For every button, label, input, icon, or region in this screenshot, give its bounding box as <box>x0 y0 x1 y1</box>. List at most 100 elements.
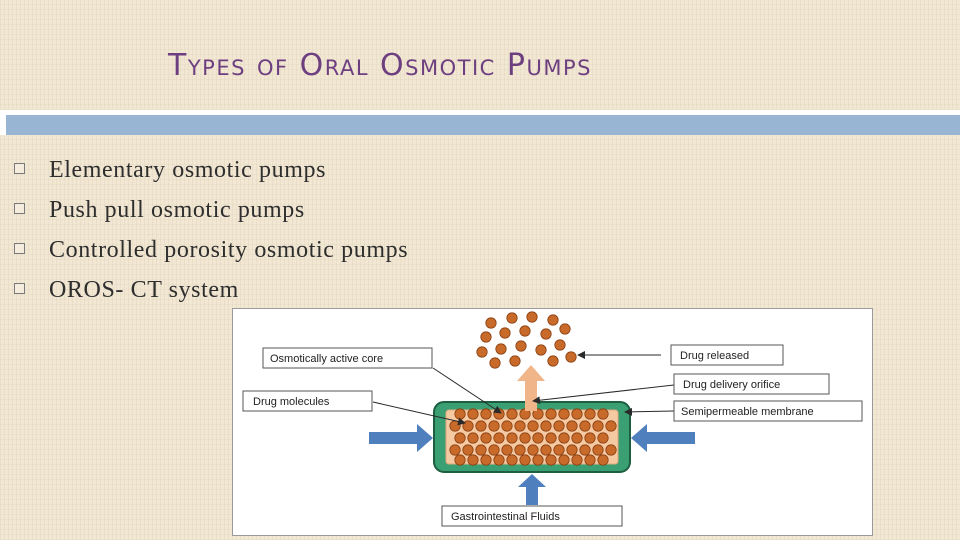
drug-particle <box>507 409 517 419</box>
drug-particle <box>554 421 564 431</box>
drug-particle <box>585 433 595 443</box>
drug-particle <box>541 445 551 455</box>
drug-particle <box>463 445 473 455</box>
drug-particle <box>554 445 564 455</box>
square-bullet-icon <box>14 243 25 254</box>
square-bullet-icon <box>14 163 25 174</box>
drug-particle <box>555 340 565 350</box>
drug-particle <box>494 433 504 443</box>
label-text: Drug molecules <box>253 396 330 408</box>
drug-particle <box>541 329 551 339</box>
drug-particle <box>476 421 486 431</box>
drug-particle <box>507 433 517 443</box>
drug-particle <box>566 352 576 362</box>
drug-particle <box>510 356 520 366</box>
drug-particle <box>559 433 569 443</box>
drug-particle <box>593 445 603 455</box>
bullet-item: OROS- CT system <box>14 270 408 310</box>
drug-particle <box>520 433 530 443</box>
square-bullet-icon <box>14 203 25 214</box>
drug-particle <box>546 455 556 465</box>
drug-particle <box>507 455 517 465</box>
drug-particle <box>481 332 491 342</box>
drug-particle <box>468 409 478 419</box>
drug-particle <box>593 421 603 431</box>
drug-particle <box>520 326 530 336</box>
label-text: Semipermeable membrane <box>681 406 814 418</box>
drug-particle <box>455 433 465 443</box>
drug-particle <box>598 455 608 465</box>
drug-particle <box>528 445 538 455</box>
drug-particle <box>572 409 582 419</box>
drug-particle <box>502 445 512 455</box>
leader-line <box>625 411 674 412</box>
label-semipermeable-membrane: Semipermeable membrane <box>674 401 862 421</box>
drug-particle <box>520 455 530 465</box>
drug-particle <box>580 421 590 431</box>
drug-particle <box>606 445 616 455</box>
drug-particle <box>606 421 616 431</box>
label-gastrointestinal-fluids: Gastrointestinal Fluids <box>442 506 622 526</box>
drug-particles-released <box>477 312 576 368</box>
drug-particle <box>546 409 556 419</box>
drug-particle <box>476 445 486 455</box>
drug-particle <box>533 455 543 465</box>
osmotic-pump-diagram: Osmotically active core Drug molecules D… <box>232 308 873 536</box>
label-text: Osmotically active core <box>270 353 383 365</box>
drug-particle <box>572 455 582 465</box>
slide-title: Types of Oral Osmotic Pumps <box>168 48 592 83</box>
drug-particle <box>486 318 496 328</box>
drug-particle <box>560 324 570 334</box>
fluid-arrow-left-icon <box>369 424 433 452</box>
drug-particle <box>494 409 504 419</box>
drug-particle <box>567 421 577 431</box>
drug-particle <box>489 421 499 431</box>
label-drug-delivery-orifice: Drug delivery orifice <box>674 374 829 394</box>
bullet-item: Elementary osmotic pumps <box>14 150 408 190</box>
drug-particle <box>481 433 491 443</box>
drug-particle <box>536 345 546 355</box>
drug-particle <box>481 409 491 419</box>
drug-particle <box>481 455 491 465</box>
drug-particle <box>585 409 595 419</box>
drug-particle <box>559 409 569 419</box>
drug-particle <box>598 409 608 419</box>
drug-particle <box>450 421 460 431</box>
drug-particle <box>572 433 582 443</box>
bullet-list: Elementary osmotic pumps Push pull osmot… <box>14 150 408 310</box>
drug-particle <box>489 445 499 455</box>
drug-particle <box>546 433 556 443</box>
accent-band-edge <box>0 115 6 135</box>
drug-particle <box>490 358 500 368</box>
drug-particle <box>533 433 543 443</box>
drug-particle <box>527 312 537 322</box>
label-drug-molecules: Drug molecules <box>243 391 372 411</box>
drug-particle <box>548 356 558 366</box>
drug-particle <box>494 455 504 465</box>
bullet-text: Elementary osmotic pumps <box>49 157 326 184</box>
title-area: Types of Oral Osmotic Pumps <box>0 0 960 110</box>
drug-particle <box>567 445 577 455</box>
label-text: Drug released <box>680 350 749 362</box>
bullet-text: Push pull osmotic pumps <box>49 197 305 224</box>
drug-particle <box>541 421 551 431</box>
fluid-arrow-bottom-icon <box>518 474 546 505</box>
drug-particle <box>580 445 590 455</box>
bullet-text: OROS- CT system <box>49 277 239 304</box>
drug-particle <box>468 433 478 443</box>
drug-particle <box>598 433 608 443</box>
fluid-arrow-right-icon <box>631 424 695 452</box>
drug-particle <box>455 455 465 465</box>
drug-particle <box>477 347 487 357</box>
drug-particle <box>450 445 460 455</box>
drug-particle <box>507 313 517 323</box>
drug-particle <box>515 445 525 455</box>
drug-particle <box>515 421 525 431</box>
bullet-item: Push pull osmotic pumps <box>14 190 408 230</box>
drug-particle <box>528 421 538 431</box>
drug-particle <box>455 409 465 419</box>
label-text: Gastrointestinal Fluids <box>451 511 560 523</box>
bullet-item: Controlled porosity osmotic pumps <box>14 230 408 270</box>
drug-particle <box>468 455 478 465</box>
drug-particle <box>516 341 526 351</box>
